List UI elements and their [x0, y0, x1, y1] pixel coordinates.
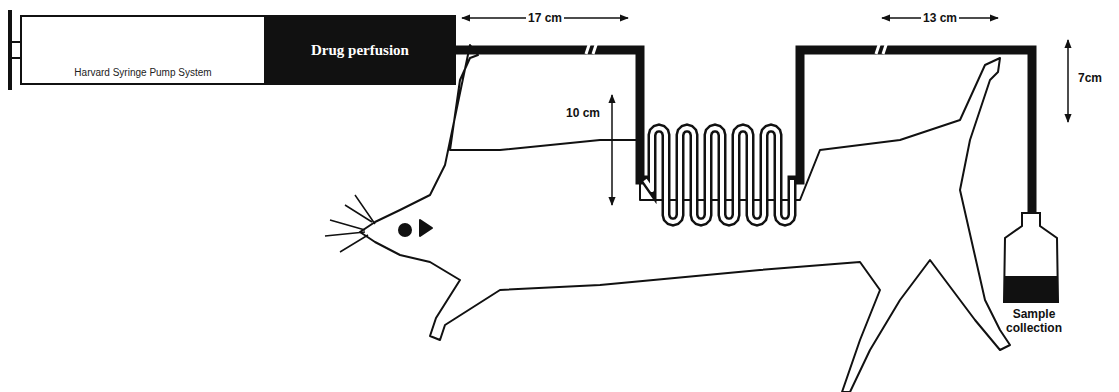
intestine-lumen: [645, 128, 792, 222]
dimension-label: 13 cm: [921, 11, 959, 25]
dimension-label: 17 cm: [526, 11, 564, 25]
syringe-barrel: Drug perfusionHarvard Syringe Pump Syste…: [20, 15, 456, 85]
pump-label: Harvard Syringe Pump System: [74, 67, 211, 78]
dimension-label: 7cm: [1076, 71, 1104, 85]
drop: [1030, 196, 1035, 208]
rat-outline: [325, 45, 1010, 392]
collection-bottle: Sample collection: [1002, 212, 1060, 304]
bottle-label: Sample collection: [998, 308, 1070, 336]
bottle-outline: [1002, 212, 1060, 304]
perfusion-tubing: [456, 50, 1032, 222]
dimension-label: 10 cm: [564, 106, 602, 120]
syringe-label: Drug perfusion: [311, 42, 409, 59]
